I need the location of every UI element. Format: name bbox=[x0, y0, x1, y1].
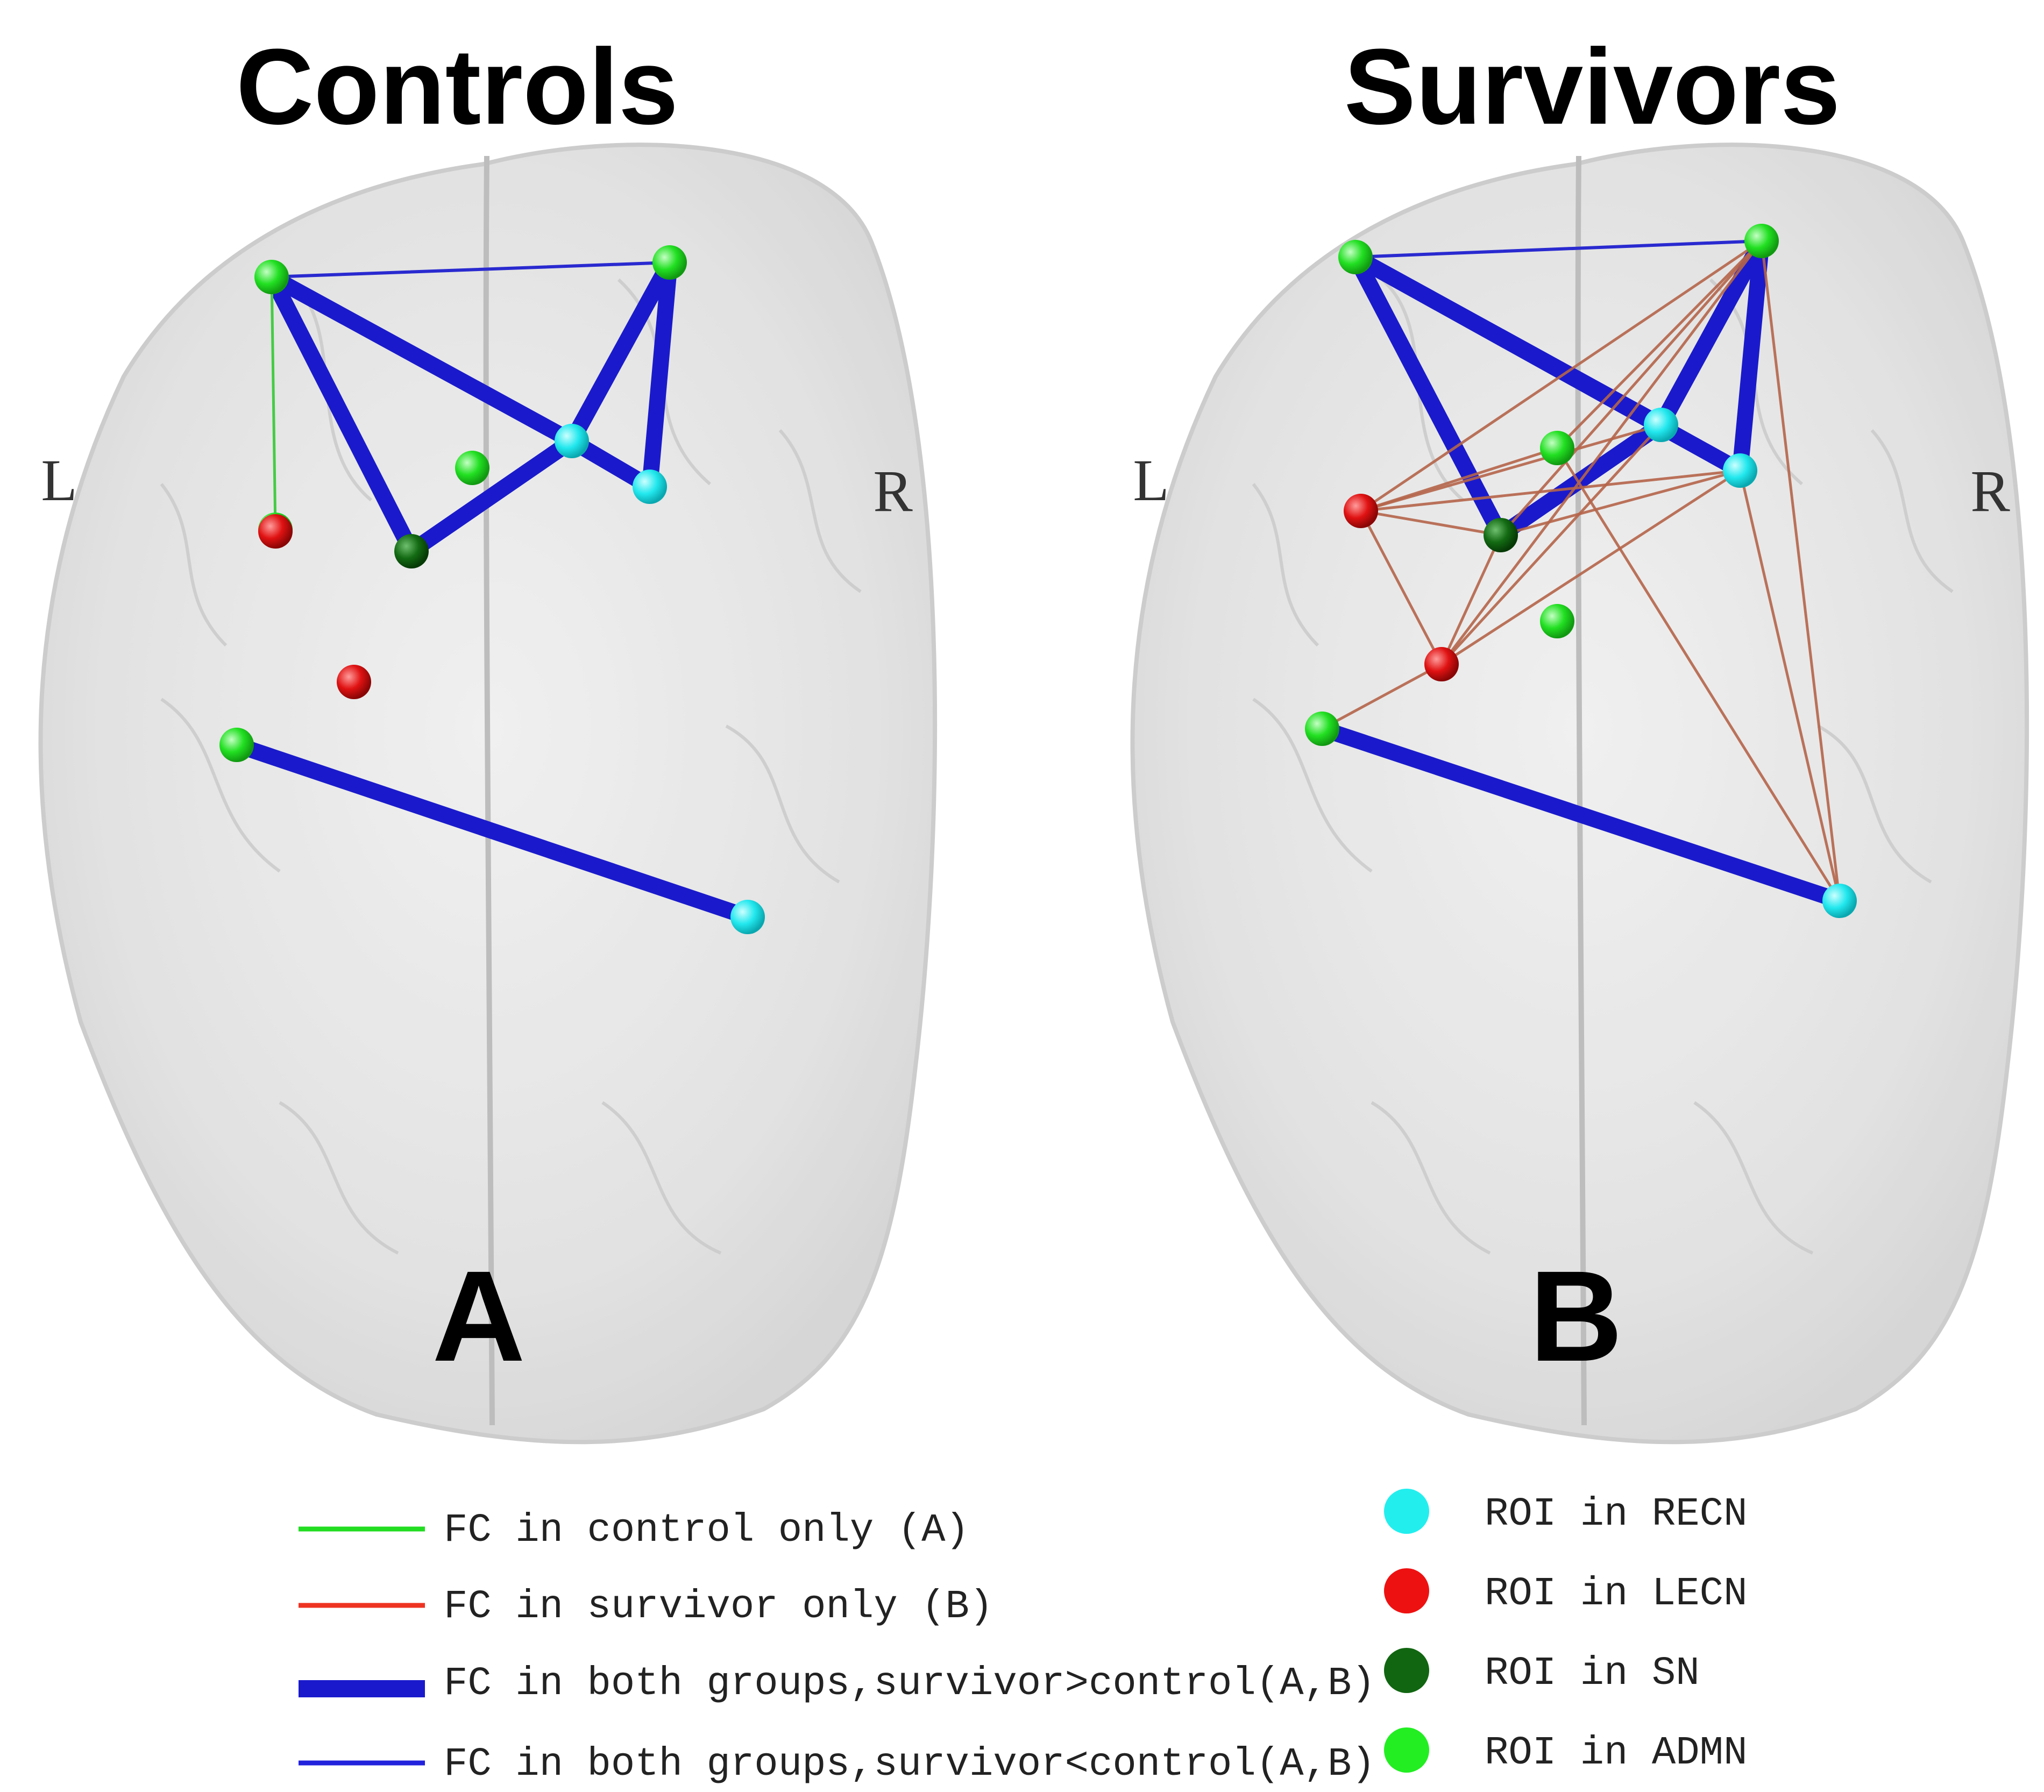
right-label-a: R bbox=[873, 458, 913, 524]
edge-survivor-only-a2-l1 bbox=[1359, 239, 1763, 513]
roi-node-admn-a6 bbox=[1540, 604, 1574, 638]
edge-control-only-a1-a3 bbox=[270, 275, 277, 531]
roi-node-recn-r2 bbox=[1723, 453, 1757, 488]
edge-both-greater-a1-r1 bbox=[264, 269, 580, 449]
legend-dot-admn bbox=[1384, 1727, 1429, 1773]
roi-node-sn-s1 bbox=[394, 534, 429, 568]
node-legend: ROI in RECN ROI in LECN ROI in SN ROI in… bbox=[1384, 1489, 1747, 1776]
legend-dot-lecn bbox=[1384, 1568, 1429, 1613]
edge-both-greater-a2-r2 bbox=[1732, 233, 1770, 479]
edge-both-greater-a2-r1 bbox=[564, 254, 678, 449]
edge-both-less-a1-a2 bbox=[1354, 239, 1763, 259]
edge-survivor-only-r3-a4 bbox=[1556, 446, 1841, 902]
edge-survivor-only-a2-l2 bbox=[1440, 239, 1763, 666]
edge-survivor-only-r1-l1 bbox=[1359, 423, 1663, 513]
nodes-b bbox=[1305, 224, 1857, 918]
edge-survivor-only-l1-s1 bbox=[1359, 509, 1502, 537]
edge-legend: FC in control only (A) FC in survivor on… bbox=[299, 1508, 1375, 1787]
edge-survivor-only-s1-l2 bbox=[1440, 534, 1502, 666]
edge-survivor-only-r2-l2 bbox=[1440, 469, 1742, 666]
legend-label-both-greater: FC in both groups,survivor>control(A,B) bbox=[444, 1661, 1375, 1706]
edges-b bbox=[1314, 233, 1848, 909]
legend-dot-recn bbox=[1384, 1489, 1429, 1534]
roi-node-admn-a4 bbox=[455, 451, 489, 485]
legend-label-survivor-only: FC in survivor only (B) bbox=[444, 1584, 993, 1630]
roi-node-lecn-l2 bbox=[1424, 647, 1459, 681]
legend-label-recn: ROI in RECN bbox=[1485, 1492, 1747, 1537]
roi-node-recn-r1 bbox=[555, 424, 589, 458]
nodes-a bbox=[219, 245, 765, 934]
edge-survivor-only-l2-a5 bbox=[1321, 663, 1443, 730]
brain-outline-a bbox=[38, 143, 938, 1445]
roi-node-admn-a2 bbox=[652, 245, 687, 280]
edge-both-greater-a2-r2 bbox=[642, 254, 678, 495]
edge-both-greater-a5-r3 bbox=[229, 737, 756, 925]
legend-dot-sn bbox=[1384, 1648, 1429, 1693]
panel-survivors: Survivors L R B bbox=[1130, 27, 2029, 1445]
legend-label-both-less: FC in both groups,survivor<control(A,B) bbox=[444, 1742, 1375, 1787]
panel-controls: Controls L R A bbox=[38, 27, 938, 1445]
roi-node-sn-s1 bbox=[1484, 518, 1518, 552]
roi-node-recn-r3 bbox=[1822, 884, 1857, 918]
edge-survivor-only-r1-l2 bbox=[1440, 423, 1663, 666]
edge-both-greater-a2-r1 bbox=[1653, 233, 1770, 433]
roi-node-admn-a2 bbox=[1744, 224, 1779, 258]
right-label-b: R bbox=[1970, 458, 2010, 524]
edge-both-greater-r1-s1 bbox=[403, 433, 580, 559]
panel-letter-b: B bbox=[1529, 1244, 1622, 1388]
edge-both-greater-a5-r3 bbox=[1314, 721, 1848, 909]
edge-survivor-only-l1-l2 bbox=[1359, 509, 1443, 666]
roi-node-lecn-l1 bbox=[258, 514, 293, 549]
edge-survivor-only-a2-a4 bbox=[1556, 239, 1763, 450]
panel-title-controls: Controls bbox=[236, 27, 678, 147]
edge-both-greater-a1-s1 bbox=[264, 269, 420, 559]
edge-survivor-only-a2-s1 bbox=[1499, 239, 1763, 537]
legend-label-sn: ROI in SN bbox=[1485, 1651, 1700, 1696]
roi-node-admn-a1 bbox=[254, 260, 289, 294]
roi-node-lecn-l2 bbox=[337, 665, 371, 699]
panel-letter-a: A bbox=[432, 1244, 525, 1388]
edge-survivor-only-a2-r3 bbox=[1760, 239, 1841, 902]
roi-node-admn-a5 bbox=[219, 728, 254, 762]
roi-node-recn-r3 bbox=[730, 900, 765, 934]
edge-both-less-a1-a2 bbox=[270, 261, 671, 279]
roi-node-admn-a5 bbox=[1305, 712, 1339, 746]
roi-node-admn-a4 bbox=[1540, 431, 1574, 465]
edge-both-greater-a1-s1 bbox=[1347, 249, 1509, 543]
edge-survivor-only-r2-s1 bbox=[1499, 469, 1742, 537]
edge-survivor-only-r2-r3 bbox=[1738, 469, 1841, 902]
roi-node-recn-r1 bbox=[1644, 408, 1678, 442]
left-label-b: L bbox=[1133, 447, 1169, 513]
roi-node-lecn-l1 bbox=[1344, 494, 1378, 528]
roi-node-admn-a1 bbox=[1338, 240, 1373, 274]
legend-label-admn: ROI in ADMN bbox=[1485, 1731, 1747, 1776]
edge-both-greater-a1-r2 bbox=[1347, 249, 1748, 479]
panel-title-survivors: Survivors bbox=[1344, 27, 1841, 147]
left-label-a: L bbox=[41, 447, 77, 513]
edge-survivor-only-a4-l1 bbox=[1359, 446, 1559, 513]
legend-label-control-only: FC in control only (A) bbox=[444, 1508, 969, 1553]
roi-node-recn-r2 bbox=[633, 470, 667, 504]
legend-label-lecn: ROI in LECN bbox=[1485, 1571, 1747, 1617]
edge-survivor-only-r2-l1 bbox=[1359, 469, 1742, 513]
